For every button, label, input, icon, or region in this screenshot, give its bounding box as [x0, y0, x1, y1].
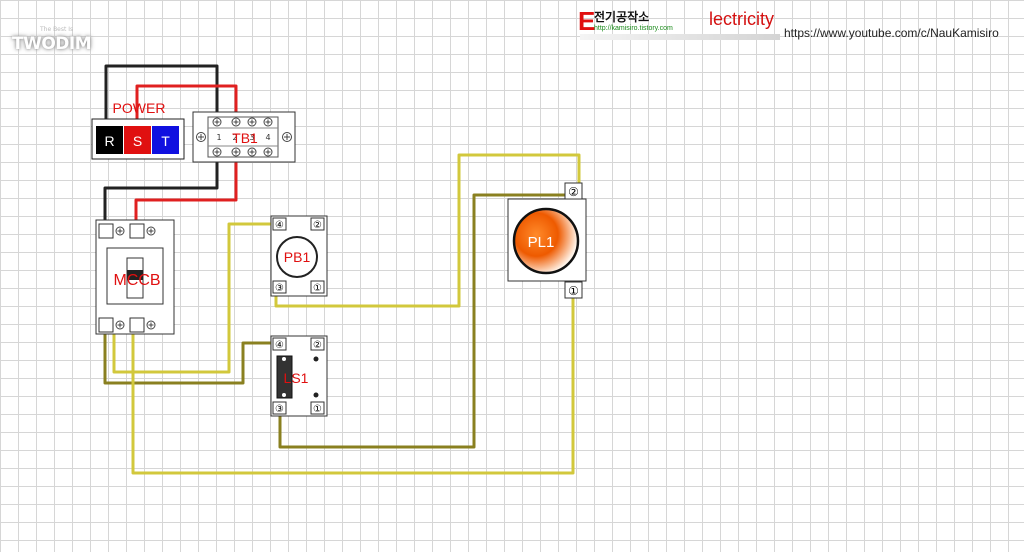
wire-yellow-mccb-pl1 [131, 297, 575, 475]
phase-t-label: T [161, 133, 170, 149]
tb1-number-4: 4 [265, 133, 270, 142]
phase-r-label: R [104, 133, 114, 149]
youtube-url: https://www.youtube.com/c/NauKamisiro [784, 26, 999, 40]
limit-switch-ls1: ④ ② ③ ① LS1 [270, 335, 328, 417]
brand-logo: E 전기공작소 http://kamisiro.tistory.com lect… [578, 6, 788, 40]
watermark-tagline: The Best Is [40, 26, 74, 33]
twodim-watermark: TWODIM [12, 34, 92, 54]
wire-red-mccb [134, 156, 238, 224]
pb1-terminal-3: ③ [275, 283, 284, 294]
pb1-button-face [276, 236, 318, 278]
ls1-terminal-1: ① [313, 404, 322, 415]
tb1-number-1: 1 [216, 133, 221, 142]
pb1-label: PB1 [284, 249, 311, 265]
pl1-lamp-face [512, 207, 580, 275]
ls1-terminal-2: ② [313, 340, 322, 351]
wire-olive-ls1-pl1 [278, 193, 565, 449]
wire-black-mccb [103, 156, 219, 224]
ls1-terminal-4: ④ [275, 340, 284, 351]
phase-r-box [96, 126, 123, 154]
pb1-terminal-1: ① [313, 283, 322, 294]
mccb-breaker: MCCB [95, 219, 175, 335]
brand-initial: E [578, 6, 596, 36]
phase-s-box [124, 126, 151, 154]
tb1-label: TB1 [232, 130, 258, 146]
brand-url: http://kamisiro.tistory.com [594, 25, 673, 32]
brand-underline [580, 34, 780, 40]
wire-yellow-mccb-pb1 [112, 222, 280, 374]
pl1-label: PL1 [528, 234, 555, 251]
wire-red-power-s [135, 84, 238, 126]
pl1-terminal-2: ② [568, 185, 579, 199]
phase-s-label: S [133, 133, 142, 149]
tb1-number-3: 3 [249, 133, 254, 142]
brand-suffix: lectricity [709, 9, 775, 29]
pilot-lamp-pl1: ② ① PL1 [507, 182, 587, 299]
ls1-label: LS1 [284, 370, 309, 386]
wire-yellow-pb1-pl1 [274, 153, 581, 308]
push-button-pb1: ④ ② ③ ① PB1 [270, 215, 328, 297]
tb1-number-2: 2 [232, 133, 237, 142]
terminal-block-tb1: 1 2 3 4 TB1 [192, 111, 296, 163]
power-label: POWER [113, 100, 166, 116]
wires [103, 64, 581, 475]
pl1-terminal-1: ① [568, 284, 579, 298]
mccb-toggle-handle [127, 270, 143, 280]
ls1-actuator [276, 355, 293, 399]
pb1-terminal-2: ② [313, 220, 322, 231]
wire-black-power-r [104, 64, 219, 125]
mccb-label: MCCB [113, 272, 160, 289]
power-source: R S T POWER [91, 100, 185, 160]
wire-olive-mccb-ls1 [103, 325, 280, 385]
phase-t-box [152, 126, 179, 154]
ls1-terminal-3: ③ [275, 404, 284, 415]
brand-korean-name: 전기공작소 [594, 10, 650, 24]
pb1-terminal-4: ④ [275, 220, 284, 231]
